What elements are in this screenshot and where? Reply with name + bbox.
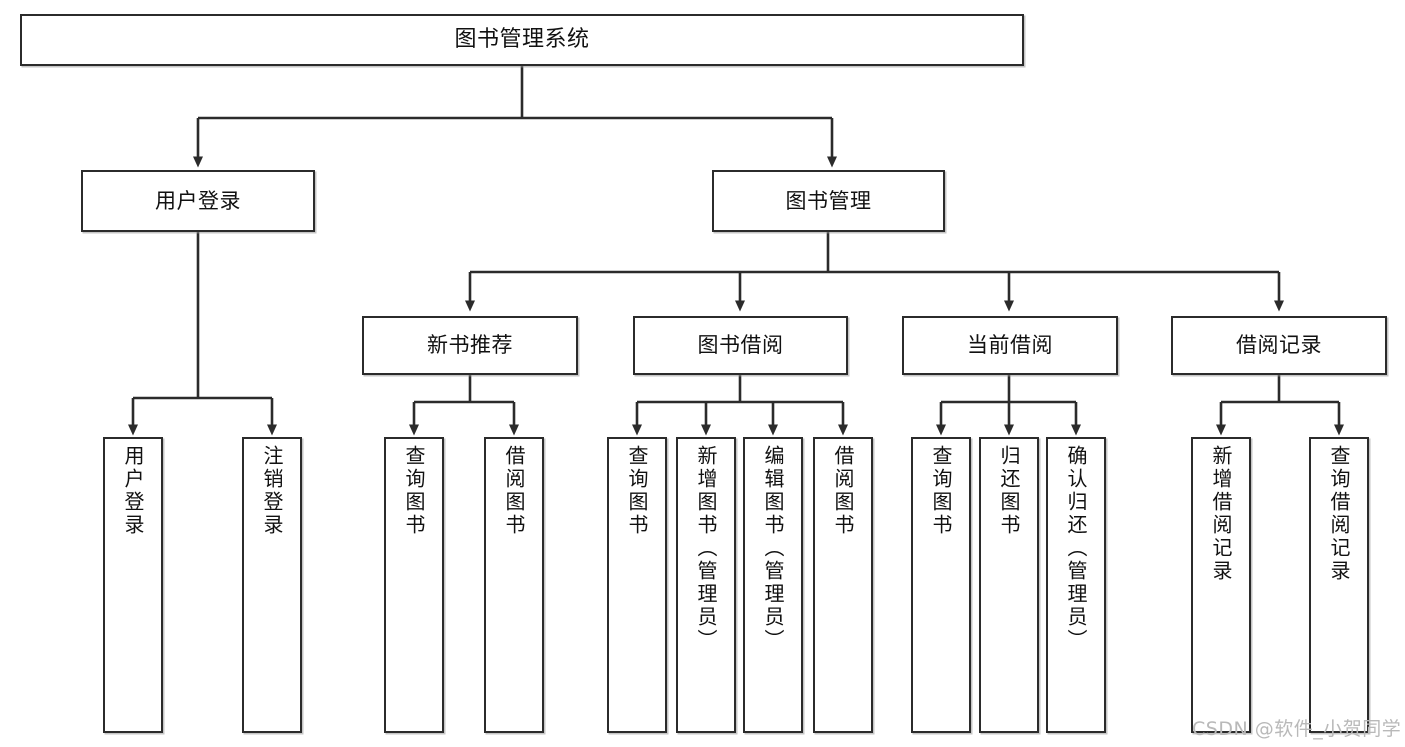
node-label: 新增借阅记录	[1209, 445, 1233, 583]
node-label: 归还图书	[997, 445, 1021, 537]
node-new-book-recommend[interactable]: 新书推荐	[362, 316, 578, 375]
leaf-current-borrow-confirm-return-admin[interactable]: 确认归还（管理员）	[1046, 437, 1106, 733]
leaf-new-book-borrow-book[interactable]: 借阅图书	[484, 437, 544, 733]
node-label: 新书推荐	[427, 333, 513, 358]
node-label: 确认归还（管理员）	[1064, 445, 1088, 652]
node-label: 编辑图书（管理员）	[761, 445, 785, 652]
leaf-book-borrow-edit-book-admin[interactable]: 编辑图书（管理员）	[743, 437, 803, 733]
node-label: 借阅记录	[1236, 333, 1322, 358]
node-label: 用户登录	[121, 445, 145, 537]
node-label: 借阅图书	[502, 445, 526, 537]
node-current-borrow[interactable]: 当前借阅	[902, 316, 1118, 375]
node-label: 借阅图书	[831, 445, 855, 537]
node-label: 图书借阅	[697, 333, 784, 358]
node-user-login[interactable]: 用户登录	[81, 170, 315, 232]
csdn-watermark: CSDN @软件_小贺同学	[1192, 718, 1402, 740]
leaf-book-borrow-add-book-admin[interactable]: 新增图书（管理员）	[676, 437, 736, 733]
leaf-borrow-record-add-record[interactable]: 新增借阅记录	[1191, 437, 1251, 733]
node-book-borrow[interactable]: 图书借阅	[633, 316, 848, 375]
leaf-user-login-login[interactable]: 用户登录	[103, 437, 163, 733]
leaf-current-borrow-query-book[interactable]: 查询图书	[911, 437, 971, 733]
node-label: 注销登录	[260, 445, 284, 537]
node-book-management[interactable]: 图书管理	[712, 170, 945, 232]
leaf-book-borrow-borrow-book[interactable]: 借阅图书	[813, 437, 873, 733]
leaf-borrow-record-query-record[interactable]: 查询借阅记录	[1309, 437, 1369, 733]
node-label: 当前借阅	[967, 333, 1053, 358]
leaf-book-borrow-query-book[interactable]: 查询图书	[607, 437, 667, 733]
node-label: 图书管理系统	[454, 27, 590, 53]
node-root-book-management-system[interactable]: 图书管理系统	[20, 14, 1024, 66]
node-label: 查询图书	[402, 445, 426, 537]
leaf-current-borrow-return-book[interactable]: 归还图书	[979, 437, 1039, 733]
node-label: 新增图书（管理员）	[694, 445, 718, 652]
node-label: 图书管理	[785, 188, 872, 213]
node-borrow-record[interactable]: 借阅记录	[1171, 316, 1387, 375]
node-label: 查询借阅记录	[1327, 445, 1351, 583]
leaf-user-login-logout[interactable]: 注销登录	[242, 437, 302, 733]
node-label: 查询图书	[929, 445, 953, 537]
node-label: 查询图书	[625, 445, 649, 537]
node-label: 用户登录	[155, 188, 241, 213]
leaf-new-book-query-book[interactable]: 查询图书	[384, 437, 444, 733]
